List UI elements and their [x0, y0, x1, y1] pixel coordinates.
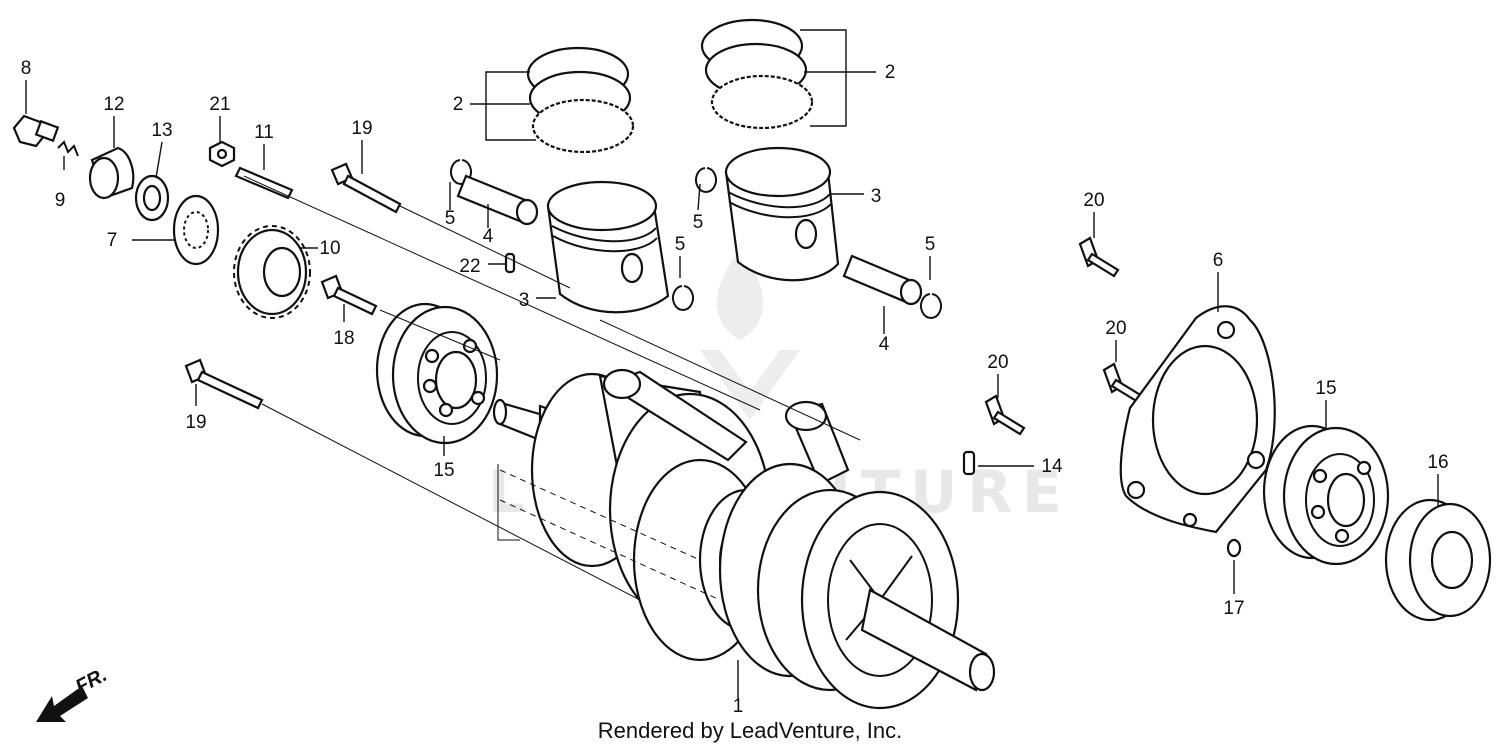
callout-15-left: 15 [433, 460, 454, 481]
part-22-dowel [504, 252, 516, 274]
callout-12: 12 [103, 94, 124, 115]
part-18-bolt [320, 274, 378, 316]
part-5-circlip-a [450, 159, 472, 185]
part-17-washer [1226, 538, 1242, 558]
part-14-dowel [962, 450, 976, 476]
part-2-rings-left [526, 46, 635, 154]
part-15-bearing-left [375, 302, 499, 445]
part-5-circlip-d [920, 293, 942, 319]
callout-16: 16 [1427, 452, 1448, 473]
leader-lines [25, 29, 1439, 700]
part-11-pin [234, 166, 294, 200]
part-10-gear [233, 225, 311, 319]
part-4-piston-pin-a [456, 174, 539, 226]
callout-18: 18 [333, 328, 354, 349]
callout-5-c: 5 [675, 234, 686, 255]
callout-15-right: 15 [1315, 378, 1336, 399]
callout-10: 10 [319, 238, 340, 259]
callout-11: 11 [254, 122, 274, 143]
part-20-bolt-c [984, 394, 1026, 436]
callout-4-right: 4 [879, 334, 890, 355]
part-16-oil-seal [1384, 498, 1492, 622]
part-2-rings-right [700, 18, 814, 130]
callout-22: 22 [459, 256, 480, 277]
callout-19-lower: 19 [185, 412, 206, 433]
callout-labels: 8 9 12 13 21 11 19 7 10 18 19 15 2 5 4 2… [21, 58, 1449, 717]
part-7-gear [172, 194, 220, 266]
part-3-piston-right [724, 146, 840, 282]
alignment-lines [243, 175, 861, 601]
callout-5-d: 5 [925, 234, 936, 255]
callout-5-a: 5 [445, 208, 456, 229]
part-4-piston-pin-b [842, 254, 923, 306]
part-5-circlip-b [695, 167, 717, 193]
part-9-spring [57, 140, 79, 157]
part-12-collar [88, 146, 135, 200]
front-direction-indicator: FR. [36, 664, 111, 722]
callout-3-left: 3 [519, 290, 530, 311]
callout-6: 6 [1213, 250, 1224, 271]
callout-21: 21 [209, 94, 230, 115]
callout-14: 14 [1041, 456, 1063, 477]
part-1-crankshaft [492, 368, 996, 710]
callout-20-a: 20 [1083, 190, 1104, 211]
footer-credit: Rendered by LeadVenture, Inc. [598, 718, 903, 743]
callout-3-right: 3 [871, 186, 882, 207]
callout-20-c: 20 [987, 352, 1008, 373]
callout-2-right: 2 [885, 62, 896, 83]
part-21-nut [208, 140, 236, 168]
part-20-bolt-b [1102, 362, 1144, 404]
callout-19-upper: 19 [351, 118, 372, 139]
callout-1: 1 [733, 696, 744, 717]
part-19-bolt-lower [184, 358, 264, 410]
part-19-bolt-upper [330, 162, 402, 214]
callout-13: 13 [151, 120, 172, 141]
part-15-bearing-right [1262, 424, 1390, 566]
part-5-circlip-c [672, 285, 694, 311]
part-8-bolt [12, 114, 60, 148]
callout-4-left: 4 [483, 226, 494, 247]
front-arrow-icon [36, 686, 88, 722]
callout-2-left: 2 [453, 94, 464, 115]
callout-17: 17 [1223, 598, 1244, 619]
part-3-piston-left [546, 180, 670, 314]
callout-9: 9 [55, 190, 66, 211]
callout-5-b: 5 [693, 212, 704, 233]
callout-20-b: 20 [1105, 318, 1126, 339]
callout-7: 7 [107, 230, 118, 251]
part-6-bearing-plate [1119, 305, 1276, 534]
part-13-washer [134, 174, 170, 222]
callout-8: 8 [21, 58, 32, 79]
part-20-bolt-a [1078, 236, 1120, 278]
